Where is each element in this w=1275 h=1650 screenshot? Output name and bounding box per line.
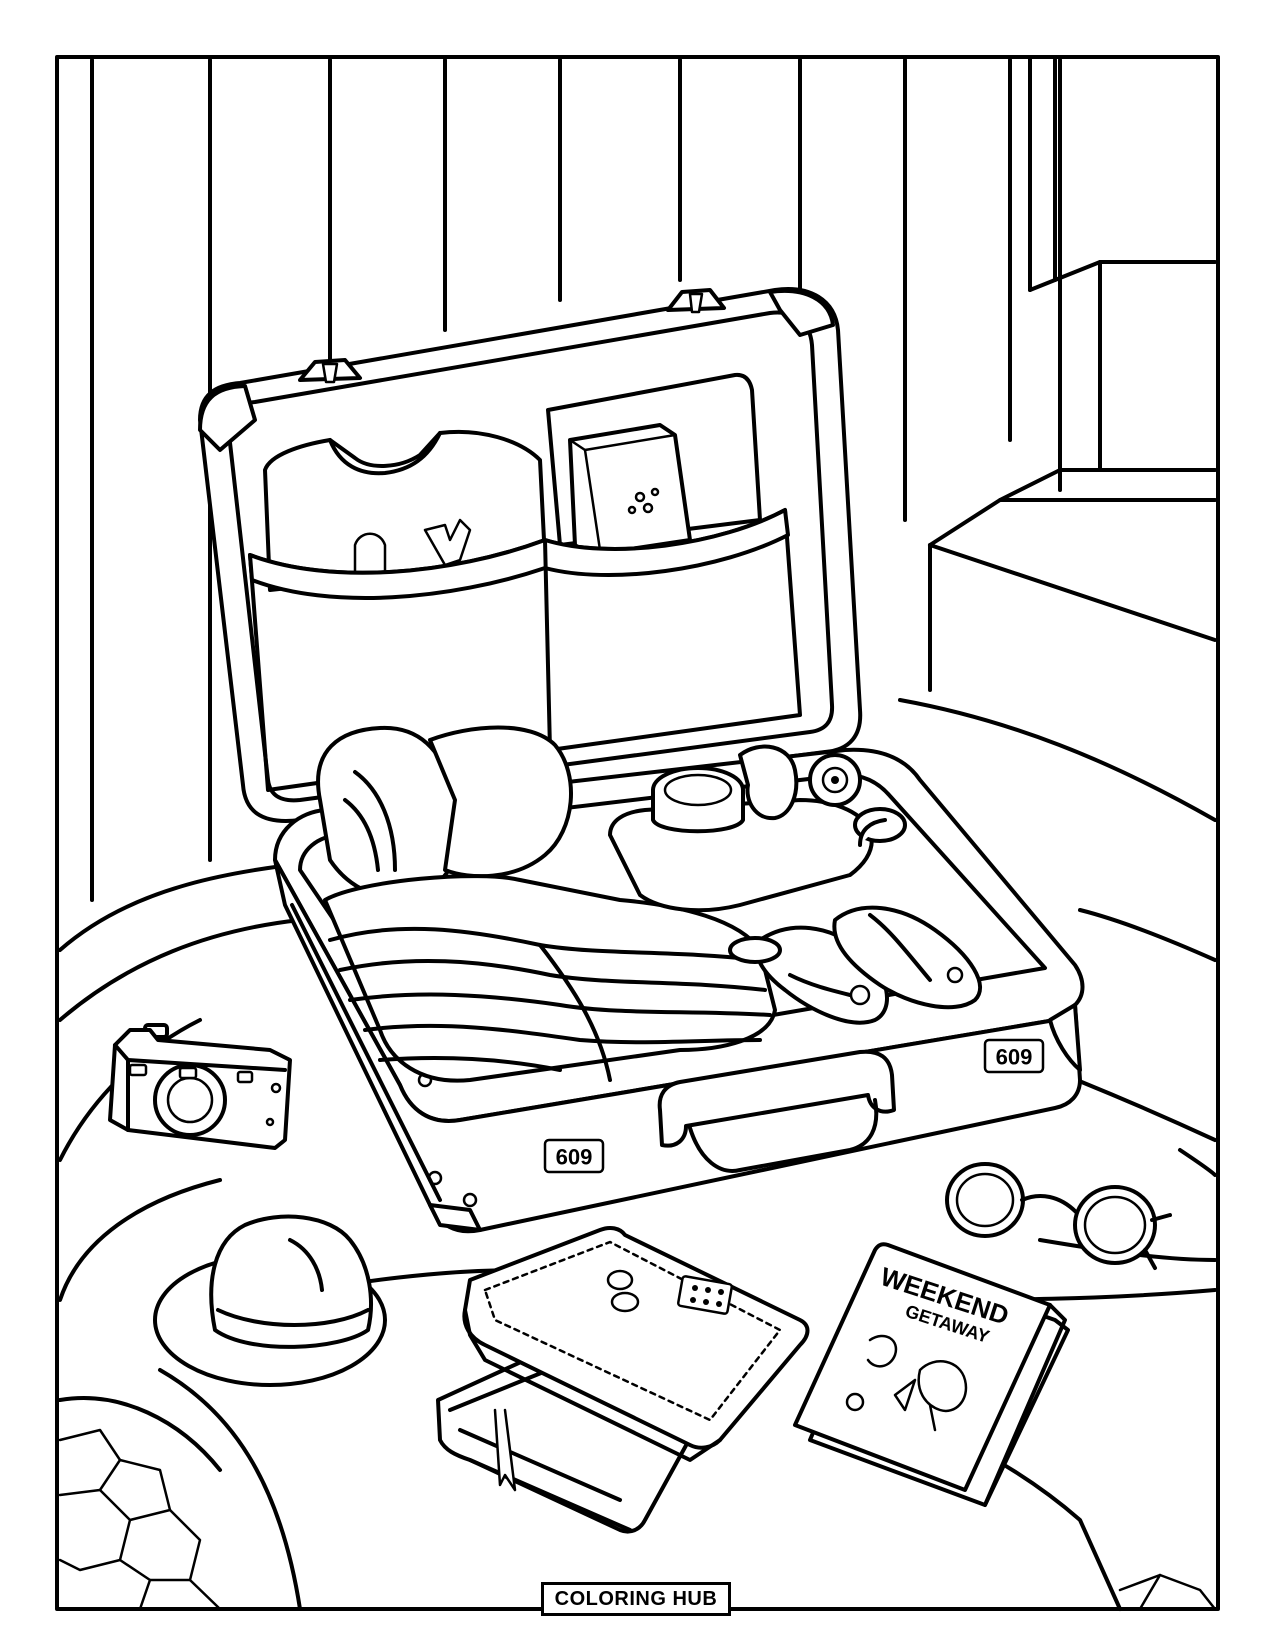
suitcase-tag-front: 609 — [556, 1144, 593, 1169]
round-glasses — [945, 1162, 1172, 1270]
floor-tiles — [58, 1428, 1217, 1611]
sun-hat — [153, 1214, 387, 1387]
suitcase-tag-side: 609 — [996, 1044, 1033, 1069]
neck-pillow — [316, 725, 573, 901]
mesh-pockets — [248, 508, 802, 792]
magazine: WEEKEND GETAWAY — [793, 1242, 1070, 1507]
notebooks — [436, 1225, 810, 1534]
guidebook — [546, 372, 762, 557]
folded-sweater — [323, 874, 777, 1083]
brand-label: COLORING HUB — [554, 1587, 718, 1610]
brand-badge: COLORING HUB — [541, 1582, 731, 1616]
camera — [108, 1023, 292, 1150]
folded-shirt — [263, 429, 547, 592]
slippers — [728, 905, 982, 1025]
toiletry-bag — [608, 744, 907, 913]
window — [928, 58, 1217, 692]
